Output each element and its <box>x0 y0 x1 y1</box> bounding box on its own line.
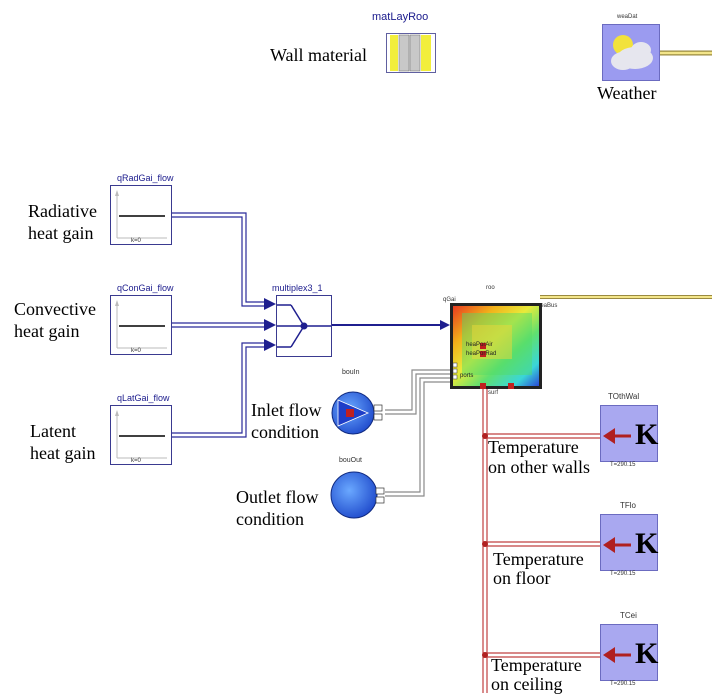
temp-instance-name: TFlo <box>620 501 636 510</box>
constant-source-block[interactable] <box>110 405 172 465</box>
source-label-line1: Radiative <box>28 201 97 221</box>
fixed-temperature-block[interactable]: K <box>600 624 658 681</box>
inlet-boundary-block[interactable] <box>330 390 386 436</box>
temp-instance-name: TCei <box>620 611 637 620</box>
source-param: k=0 <box>131 238 141 244</box>
source-param: k=0 <box>131 458 141 464</box>
constant-source-block[interactable] <box>110 295 172 355</box>
signal-arrows <box>264 298 450 351</box>
temp-instance-name: TOthWal <box>608 392 640 401</box>
room-port-surf: surf <box>488 390 499 396</box>
material-block[interactable] <box>386 33 436 73</box>
temp-label-line1: Temperature <box>493 549 584 569</box>
mux-instance-name: multiplex3_1 <box>272 283 323 293</box>
source-label-line2: heat gain <box>28 223 94 243</box>
source-label-line2: heat gain <box>30 443 96 463</box>
temp-label-line1: Temperature <box>491 655 582 675</box>
inlet-boundary-icon <box>331 391 383 435</box>
room-port-weabus: weaBus <box>536 303 558 309</box>
temp-label-line2: on ceiling <box>491 674 563 694</box>
temp-param: T=290.15 <box>610 571 636 577</box>
temp-param: T=290.15 <box>610 462 636 468</box>
weather-cloud-sun-icon <box>611 35 653 70</box>
constant-plot-icon <box>115 300 167 349</box>
bouout-label-line1: Outlet flow <box>236 487 319 507</box>
room-port-ports: ports <box>460 373 474 379</box>
bouin-label-line2: condition <box>251 422 319 442</box>
temp-label-line1: Temperature <box>488 437 579 457</box>
weather-label: Weather <box>597 83 657 103</box>
source-instance-name: qConGai_flow <box>117 283 174 293</box>
multiplex-block[interactable] <box>276 295 332 357</box>
constant-plot-icon <box>115 410 167 459</box>
fixed-temperature-block[interactable]: K <box>600 514 658 571</box>
room-block[interactable] <box>450 303 542 389</box>
fluid-wires <box>385 369 450 497</box>
multiplex-icon <box>277 304 331 348</box>
material-layers-icon <box>386 33 436 73</box>
fixed-temperature-block[interactable]: K <box>600 405 658 462</box>
source-instance-name: qRadGai_flow <box>117 173 174 183</box>
bouout-instance-name: bouOut <box>339 457 362 464</box>
outlet-boundary-icon <box>330 471 385 519</box>
room-port-qgai: qGai <box>443 297 456 303</box>
temperature-arrow-icon <box>603 428 631 444</box>
room-port-rad: heaPorRad <box>466 351 497 357</box>
source-instance-name: qLatGai_flow <box>117 393 170 403</box>
weather-block[interactable] <box>602 24 660 81</box>
outlet-boundary-block[interactable] <box>330 470 386 520</box>
material-instance-name: matLayRoo <box>372 11 429 23</box>
temp-unit: K <box>635 527 659 560</box>
temp-label-line2: on other walls <box>488 457 590 477</box>
temp-unit: K <box>635 637 659 670</box>
constant-source-block[interactable] <box>110 185 172 245</box>
temperature-arrow-icon <box>603 537 631 553</box>
material-label: Wall material <box>270 45 368 65</box>
source-label-line1: Latent <box>30 421 76 441</box>
heat-junction-dots <box>482 433 488 658</box>
signal-wires <box>172 212 268 438</box>
source-label-line2: heat gain <box>14 321 80 341</box>
room-temperature-field-icon <box>452 306 539 389</box>
source-param: k=0 <box>131 348 141 354</box>
temperature-arrow-icon <box>603 647 631 663</box>
bouout-label-line2: condition <box>236 509 304 529</box>
weather-instance-name: weaDat <box>617 14 638 20</box>
heat-wires <box>482 387 604 693</box>
bouin-label-line1: Inlet flow <box>251 400 322 420</box>
source-label-line1: Convective <box>14 299 96 319</box>
constant-plot-icon <box>115 190 167 239</box>
room-port-air: heaPorAir <box>466 342 493 348</box>
bouin-instance-name: bouIn <box>342 369 360 376</box>
temp-unit: K <box>635 418 659 451</box>
temp-label-line2: on floor <box>493 568 551 588</box>
room-instance-name: roo <box>486 285 495 291</box>
temp-param: T=290.15 <box>610 681 636 687</box>
